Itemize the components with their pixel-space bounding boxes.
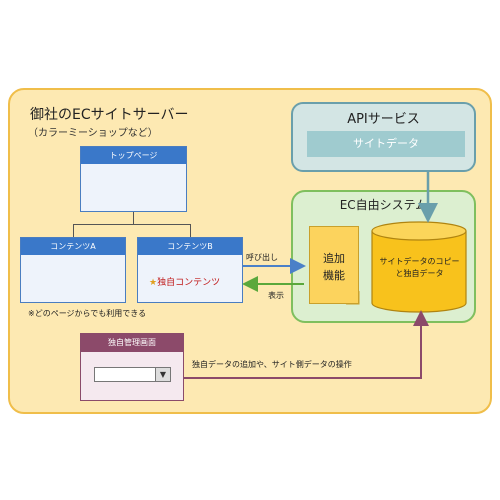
connector-content-b <box>190 224 191 237</box>
database-label-line2: と独自データ <box>395 269 444 278</box>
top-page-window: トップページ <box>80 146 187 212</box>
star-icon: ★ <box>149 278 158 288</box>
triangle-down-icon[interactable]: ▼ <box>155 367 171 382</box>
admin-screen-header: 独自管理画面 <box>81 334 183 352</box>
function-label-line1: 追加 <box>323 252 345 265</box>
content-b-window: コンテンツB <box>137 237 243 303</box>
additional-function-doc <box>309 226 359 304</box>
display-label: 表示 <box>268 291 284 300</box>
ec-site-title: 御社のECサイトサーバー <box>30 107 189 123</box>
unique-content-text: 独自コンテンツ <box>157 278 221 288</box>
database-label-line1: サイトデータのコピー <box>379 257 460 266</box>
api-service-title: APIサービス <box>347 112 420 127</box>
database-label: サイトデータのコピー と独自データ <box>372 256 467 280</box>
usage-note: ※どのページからでも利用できる <box>28 309 147 318</box>
content-a-window: コンテンツA <box>20 237 126 303</box>
ec-site-subtitle: （カラーミーショップなど） <box>28 128 158 139</box>
connector-top-down <box>133 212 134 224</box>
function-label-line2: 機能 <box>323 269 345 282</box>
connector-content-a <box>73 224 74 237</box>
top-page-header: トップページ <box>81 147 186 164</box>
unique-content-label: ★独自コンテンツ <box>149 275 220 288</box>
operations-label: 独自データの追加や、サイト側データの操作 <box>192 360 352 369</box>
database-cylinder-icon <box>371 221 467 313</box>
call-label: 呼び出し <box>246 253 278 262</box>
additional-function-label: 追加 機能 <box>309 250 359 284</box>
connector-horizontal <box>73 224 190 225</box>
ec-system-title: EC自由システム <box>339 198 428 212</box>
content-a-header: コンテンツA <box>21 238 125 255</box>
api-site-data-box: サイトデータ <box>307 131 465 157</box>
content-b-header: コンテンツB <box>138 238 242 255</box>
operations-arrow <box>184 310 429 379</box>
